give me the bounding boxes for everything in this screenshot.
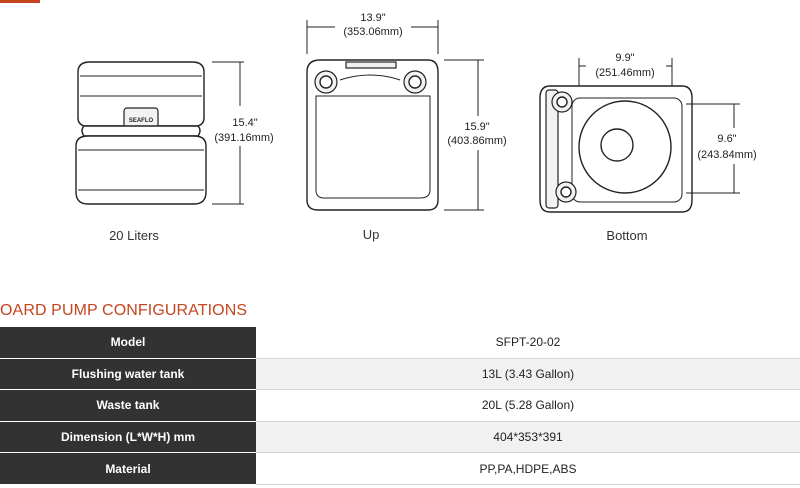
table-row: Model SFPT-20-02 — [0, 327, 800, 359]
row-value-material: PP,PA,HDPE,ABS — [256, 452, 800, 485]
top-width-mm: (353.06mm) — [343, 26, 402, 38]
row-value-flushing-tank: 13L (3.43 Gallon) — [256, 358, 800, 391]
caption-bottom: Bottom — [606, 228, 647, 243]
top-accent-stub — [0, 0, 40, 3]
side-height-mm: (391.16mm) — [214, 132, 273, 144]
side-view-drawing: SEAFLO — [75, 61, 207, 205]
table-row: Flushing water tank 13L (3.43 Gallon) — [0, 358, 800, 391]
spec-table: Model SFPT-20-02 Flushing water tank 13L… — [0, 327, 800, 485]
row-value-waste-tank: 20L (5.28 Gallon) — [256, 389, 800, 422]
side-height-inches: 15.4" — [232, 117, 257, 129]
caption-20-liters: 20 Liters — [109, 228, 159, 243]
row-value-dimension: 404*353*391 — [256, 421, 800, 454]
bottom-width-inches: 9.9" — [615, 52, 634, 64]
row-label-waste-tank: Waste tank — [0, 389, 256, 422]
top-view-dimension-depth: 15.9" (403.86mm) — [444, 59, 507, 211]
top-width-inches: 13.9" — [360, 12, 385, 24]
bottom-view-drawing — [539, 85, 693, 213]
bottom-depth-inches: 9.6" — [717, 133, 736, 145]
top-depth-inches: 15.9" — [464, 121, 489, 133]
row-value-model: SFPT-20-02 — [256, 327, 800, 359]
table-row: Dimension (L*W*H) mm 404*353*391 — [0, 421, 800, 454]
side-view-height-dimension: 15.4" (391.16mm) — [212, 61, 274, 205]
row-label-model: Model — [0, 327, 256, 359]
product-dimension-drawings: SEAFLO 15.4" (391.16mm) 20 Liters 13.9" … — [75, 8, 757, 243]
table-row: Material PP,PA,HDPE,ABS — [0, 452, 800, 485]
row-label-dimension: Dimension (L*W*H) mm — [0, 421, 256, 454]
brand-badge-text: SEAFLO — [129, 118, 154, 124]
row-label-flushing-tank: Flushing water tank — [0, 358, 256, 391]
row-label-material: Material — [0, 452, 256, 485]
bottom-view-dimension-depth: 9.6" (243.84mm) — [686, 103, 757, 194]
top-view-drawing — [306, 59, 439, 211]
section-title: OARD PUMP CONFIGURATIONS — [0, 302, 248, 319]
bottom-view-dimension-width: 9.9" (251.46mm) — [578, 48, 673, 92]
bottom-center-hole — [600, 128, 634, 162]
top-depth-mm: (403.86mm) — [447, 135, 506, 147]
bottom-depth-mm: (243.84mm) — [697, 149, 756, 161]
top-view-dimension-width: 13.9" (353.06mm) — [306, 8, 439, 54]
table-row: Waste tank 20L (5.28 Gallon) — [0, 389, 800, 422]
caption-up: Up — [363, 227, 380, 242]
bottom-width-mm: (251.46mm) — [595, 67, 654, 79]
